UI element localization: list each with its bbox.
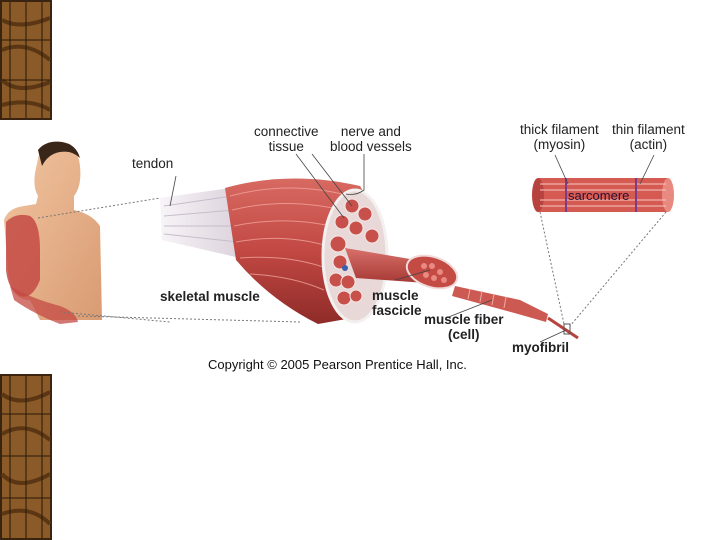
zoom-lines-sarcomere	[540, 212, 666, 326]
muscle-fiber-label: muscle fiber (cell)	[424, 312, 504, 342]
skeletal-muscle-label: skeletal muscle	[160, 289, 260, 304]
thick-filament-label: thick filament (myosin)	[520, 122, 599, 152]
sarcomere-label: sarcomere	[568, 188, 629, 203]
human-figure	[4, 142, 102, 324]
nerve-vessel-dot	[342, 265, 348, 271]
connective-tissue-label: connective tissue	[254, 124, 319, 154]
thin-filament-label: thin filament (actin)	[612, 122, 685, 152]
nerve-blood-vessels-label: nerve and blood vessels	[330, 124, 412, 154]
myofibril-shape	[548, 318, 578, 338]
muscle-fascicle-label: muscle fascicle	[372, 288, 422, 318]
tendon-label: tendon	[132, 156, 173, 171]
myofibril-label: myofibril	[512, 340, 569, 355]
copyright-text: Copyright © 2005 Pearson Prentice Hall, …	[208, 357, 467, 372]
